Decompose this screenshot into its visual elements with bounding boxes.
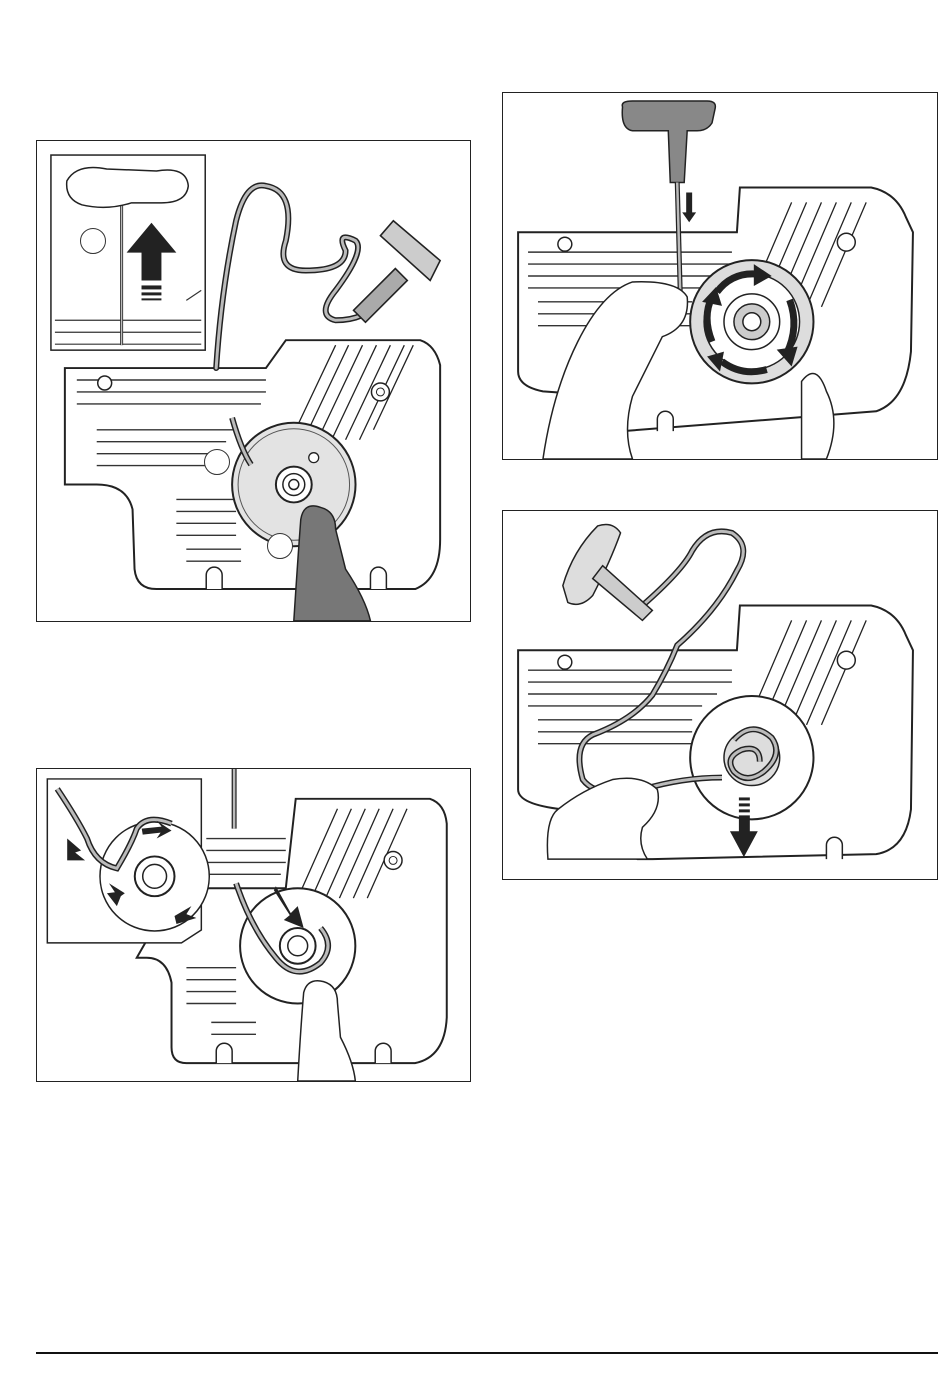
- starter-housing-illustration: [503, 93, 937, 459]
- starter-housing-illustration: [37, 769, 470, 1081]
- arrow-down-icon: [682, 192, 696, 222]
- callout-circle: [267, 533, 293, 559]
- t-handle-icon: [354, 221, 441, 323]
- starter-housing-illustration: [503, 511, 937, 879]
- figure-pulley-removal: [36, 140, 471, 622]
- t-handle-icon: [622, 101, 715, 183]
- figure-rope-rewind: [36, 768, 471, 1082]
- callout-circle: [80, 228, 106, 254]
- hand-icon: [67, 167, 189, 207]
- callout-circle: [204, 449, 230, 475]
- footer-rule: [36, 1352, 938, 1354]
- figure-spring-tension: [502, 92, 938, 460]
- figure-rope-pull: [502, 510, 938, 880]
- t-handle-icon: [563, 524, 653, 620]
- starter-housing-illustration: [37, 141, 470, 621]
